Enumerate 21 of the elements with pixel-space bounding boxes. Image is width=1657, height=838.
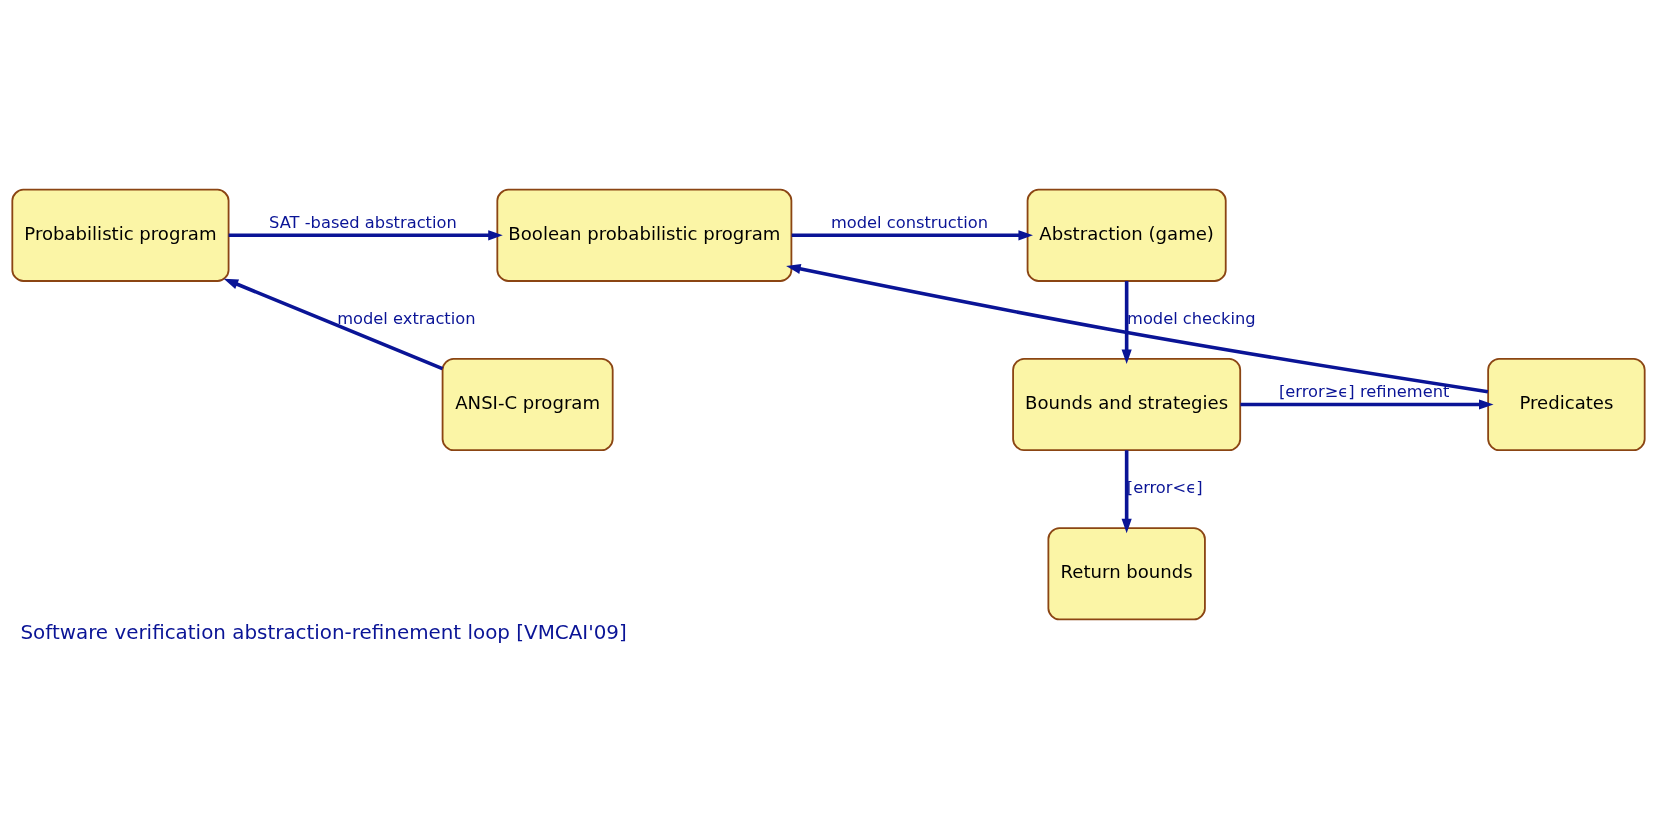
node-box: Probabilistic program	[11, 188, 230, 282]
edge-label: model checking	[1127, 308, 1256, 328]
node-box: Return bounds	[1047, 527, 1206, 621]
node-box: ANSI-C program	[441, 357, 614, 452]
edge-label: model construction	[830, 212, 988, 232]
edge-label: [error≥ϵ] refinement	[1279, 381, 1450, 401]
arrow	[1121, 450, 1132, 534]
node-box: Abstraction (game)	[1026, 188, 1227, 282]
arrow	[791, 230, 1033, 241]
arrow	[1121, 281, 1132, 365]
node-box: Boolean probabilistic program	[496, 188, 793, 282]
edge-label: [error<ϵ]	[1126, 478, 1203, 498]
arrow	[786, 263, 1489, 394]
caption: Software verification abstraction-refinement loop [VMCAI'09]	[20, 620, 627, 644]
arrow	[223, 278, 444, 371]
arrow	[1240, 399, 1494, 410]
node-box: Predicates	[1487, 357, 1646, 452]
edge-label: model extraction	[337, 308, 476, 328]
edge-label: SAT -based abstraction	[269, 212, 457, 232]
node-box: Bounds and strategies	[1012, 357, 1242, 452]
arrow	[228, 230, 503, 241]
